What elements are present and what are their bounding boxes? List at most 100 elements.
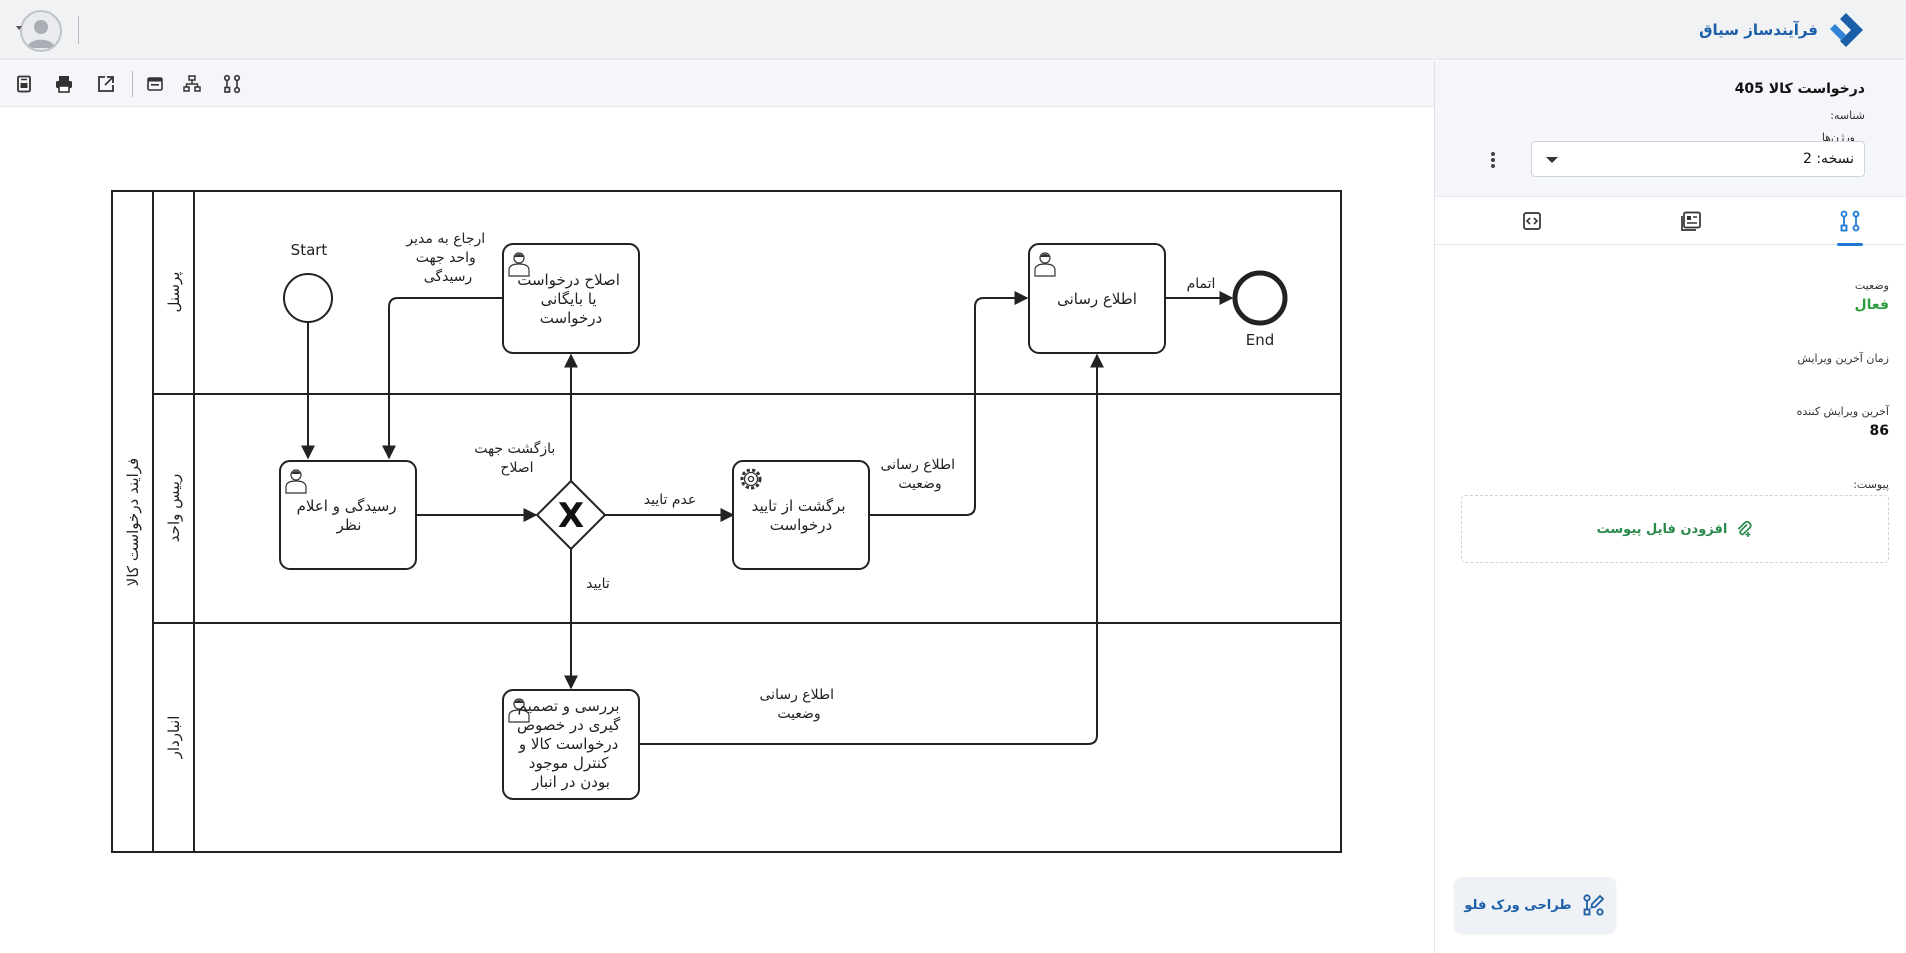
code-icon: [1523, 212, 1541, 230]
external-link-icon: [98, 76, 114, 92]
task-notify-label: اطلاع رسانی: [1057, 290, 1137, 308]
tab-code[interactable]: [1492, 197, 1572, 245]
task-notify[interactable]: اطلاع رسانی: [1028, 243, 1166, 354]
flow-label-approve: تایید: [586, 576, 610, 592]
svg-text:اطلاع رسانی وضعیت: اطلاع رسانی وضعیت: [760, 687, 839, 722]
sidebar-tabs: [1435, 197, 1906, 246]
user-task-icon: [508, 698, 530, 723]
fit-view-icon: [183, 75, 201, 92]
status-value: فعال: [1854, 297, 1889, 313]
brand[interactable]: فرآیندساز سیاق: [1699, 10, 1866, 50]
flow-label-back-fix-2: اصلاح: [500, 460, 533, 476]
lane-label-personnel: پرسنل: [165, 272, 184, 313]
sidebar-header: درخواست کالا 405 شناسه: ورژن‌ها نسخه: 2: [1435, 61, 1906, 197]
svg-text:بازگشت جهت اصلاح: بازگشت جهت اصلاح: [474, 440, 560, 476]
lane-label-warehouse: انباردار: [165, 716, 183, 760]
process-map-button[interactable]: [218, 70, 246, 98]
workflow-designer-label: طراحی ورک فلو: [1464, 897, 1572, 913]
svg-text:اطلاع رسانی وضعیت: اطلاع رسانی وضعیت: [881, 457, 960, 492]
user-avatar[interactable]: [20, 10, 62, 52]
chevron-down-icon: [1546, 157, 1558, 163]
avatar-caret-icon[interactable]: [16, 26, 22, 30]
user-task-icon: [285, 469, 307, 494]
status-label: وضعیت: [1854, 279, 1889, 292]
flow-label-finish: اتمام: [1187, 276, 1216, 292]
start-event[interactable]: [283, 273, 333, 323]
print-button[interactable]: [50, 70, 78, 98]
toolbar-separator: [132, 71, 133, 97]
task-fix-request[interactable]: اصلاح درخواست یا بایگانی درخواست: [502, 243, 640, 354]
details-icon: [1681, 211, 1701, 231]
flow-label-notify-status-2b: وضعیت: [777, 706, 820, 722]
last-editor-value: 86: [1869, 423, 1889, 439]
export-button[interactable]: [10, 70, 38, 98]
flow-label-notify-status-1b: وضعیت: [898, 476, 941, 492]
process-map-icon: [223, 74, 241, 94]
top-divider: [78, 16, 79, 44]
fit-view-button[interactable]: [178, 70, 206, 98]
open-external-button[interactable]: [92, 70, 120, 98]
task-warehouse-line-2: گیری در خصوص: [517, 716, 621, 734]
diagram-canvas[interactable]: فرایند درخواست کالا پرسنل رییس واحد انبا…: [0, 107, 1434, 953]
svg-text:بررسی و تصمیم گیری در: بررسی و تصمیم گیری در خصوص درخواست کالا …: [517, 697, 625, 791]
last-editor-label: آخرین ویرایش کننده: [1796, 405, 1889, 418]
end-event[interactable]: [1232, 270, 1288, 326]
end-label: End: [1246, 331, 1275, 349]
flow-label-notify-status-2a: اطلاع رسانی: [760, 687, 835, 703]
flow-label-reject: عدم تایید: [644, 492, 696, 508]
task-warehouse-line-4: کنترل موجود: [529, 754, 609, 772]
top-bar: فرآیندساز سیاق: [0, 0, 1906, 60]
layout-icon: [147, 77, 163, 91]
workflow-designer-button[interactable]: طراحی ورک فلو: [1454, 877, 1616, 933]
flow-label-refer-1: ارجاع به مدیر: [405, 231, 485, 247]
gateway-symbol: X: [558, 496, 584, 536]
process-title: درخواست کالا 405: [1734, 81, 1865, 97]
task-fix-request-line-1: اصلاح درخواست: [517, 271, 620, 289]
svg-text:برگشت از تایید درخواست: برگشت از تایید درخواست: [752, 497, 851, 534]
task-fix-request-line-2: یا بایگانی: [541, 290, 597, 308]
more-options-icon[interactable]: [1485, 149, 1501, 171]
pool-title: فرایند درخواست کالا: [124, 458, 142, 586]
lane-label-unit-head: رییس واحد: [165, 474, 183, 542]
user-task-icon: [1034, 252, 1056, 277]
task-review-line-2: نظر: [336, 516, 362, 534]
task-return-line-2: درخواست: [770, 516, 832, 534]
id-label: شناسه:: [1830, 109, 1865, 122]
layout-button[interactable]: [141, 70, 169, 98]
task-fix-request-line-3: درخواست: [540, 309, 602, 327]
task-review-line-1: رسیدگی و اعلام: [297, 497, 397, 515]
user-icon: [27, 20, 55, 48]
task-review[interactable]: رسیدگی و اعلام نظر: [279, 460, 417, 570]
last-edit-time-label: زمان آخرین ویرایش: [1797, 352, 1889, 365]
properties-sidebar: درخواست کالا 405 شناسه: ورژن‌ها نسخه: 2 …: [1434, 61, 1906, 953]
svg-text:ارجاع به مدیر واحد جهت: ارجاع به مدیر واحد جهت رسیدگی: [405, 231, 489, 285]
task-warehouse-review[interactable]: بررسی و تصمیم گیری در خصوص درخواست کالا …: [502, 689, 640, 800]
version-select[interactable]: نسخه: 2: [1531, 141, 1865, 177]
flow-icon: [1840, 210, 1860, 232]
attachment-label: پیوست:: [1853, 478, 1889, 491]
task-return-line-1: برگشت از تایید: [752, 497, 846, 515]
exclusive-gateway[interactable]: X: [535, 479, 607, 551]
add-attachment-button[interactable]: افزودن فایل پیوست: [1461, 495, 1889, 563]
svg-text:رسیدگی و اعلام نظر: رسیدگی و اعلام نظر: [297, 497, 402, 534]
task-warehouse-line-5: بودن در انبار: [531, 773, 610, 791]
flow-label-refer-3: رسیدگی: [424, 268, 472, 285]
version-select-value: نسخه: 2: [1802, 151, 1854, 167]
brand-logo-icon: [1830, 13, 1863, 47]
versions-label: ورژن‌ها: [1821, 131, 1855, 144]
workflow-designer-icon: [1583, 894, 1604, 916]
flow-label-refer-2: واحد جهت: [416, 250, 476, 266]
service-task-gear-icon: [740, 468, 762, 490]
task-return-approval[interactable]: برگشت از تایید درخواست: [732, 460, 870, 570]
svg-text:اصلاح درخواست یا بایگا: اصلاح درخواست یا بایگانی درخواست: [517, 271, 625, 327]
print-icon: [56, 76, 72, 93]
bpmn-diagram[interactable]: فرایند درخواست کالا پرسنل رییس واحد انبا…: [0, 107, 1434, 953]
flow-label-notify-status-1a: اطلاع رسانی: [881, 457, 956, 473]
tab-details[interactable]: [1651, 197, 1731, 245]
diagram-toolbar: [0, 61, 1434, 107]
attachment-icon: [1738, 520, 1752, 537]
add-attachment-label: افزودن فایل پیوست: [1596, 521, 1728, 537]
brand-name: فرآیندساز سیاق: [1699, 21, 1818, 39]
tab-flow[interactable]: [1810, 197, 1890, 246]
flow-label-back-fix-1: بازگشت جهت: [474, 440, 555, 457]
